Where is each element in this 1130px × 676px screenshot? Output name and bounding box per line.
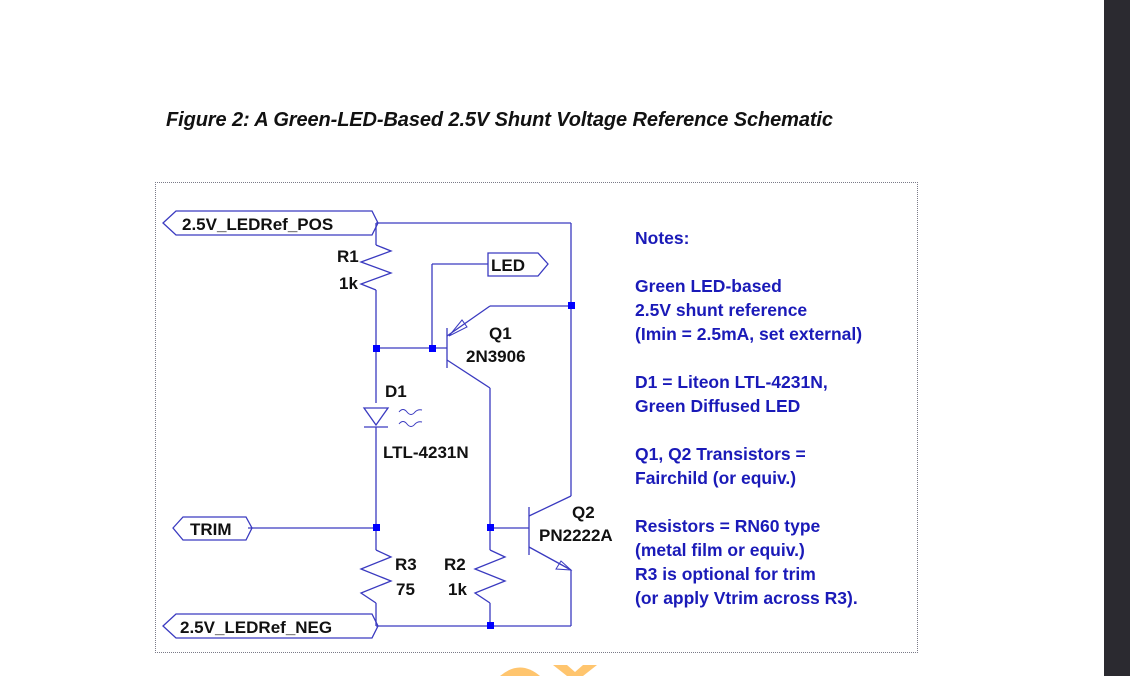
junction [373,524,380,531]
junction [487,524,494,531]
notes-block-1: Green LED-based 2.5V shunt reference (Im… [635,274,915,346]
r3-value: 75 [396,580,415,599]
note-line: Fairchild (or equiv.) [635,468,797,488]
note-line: (metal film or equiv.) [635,540,805,560]
watermark-logo [495,663,605,676]
q1-ref: Q1 [489,324,512,343]
q2-emitter-arrow [555,560,573,571]
r3-ref: R3 [395,555,417,574]
port-pos-label: 2.5V_LEDRef_POS [182,215,333,234]
note-line: Resistors = RN60 type [635,516,821,536]
q1-emitter-arrow [448,319,468,337]
resistor-r2 [473,549,507,604]
q1-value: 2N3906 [466,347,526,366]
q2-value: PN2222A [539,526,613,545]
port-trim-label: TRIM [190,520,232,539]
q1-collector [446,359,491,389]
junction [568,302,575,309]
schematic-frame [155,182,918,653]
r2-value: 1k [448,580,467,599]
diode-d1 [362,407,390,427]
led-emission-1 [398,409,423,415]
resistor-r3 [359,549,393,604]
notes-block-4: Resistors = RN60 type (metal film or equ… [635,514,915,610]
note-line: (Imin = 2.5mA, set external) [635,324,863,344]
port-pos-shape [162,210,379,236]
note-line: (or apply Vtrim across R3). [635,588,858,608]
junction [373,345,380,352]
scrollbar[interactable] [1104,0,1130,676]
note-line: Q1, Q2 Transistors = [635,444,806,464]
d1-ref: D1 [385,382,407,401]
r1-ref: R1 [337,247,359,266]
notes-panel: Notes: Green LED-based 2.5V shunt refere… [635,226,915,634]
note-line: Green Diffused LED [635,396,801,416]
note-line: Green LED-based [635,276,782,296]
q2-ref: Q2 [572,503,595,522]
port-neg-label: 2.5V_LEDRef_NEG [180,618,332,637]
led-emission-2 [398,421,423,427]
port-led-label: LED [491,256,525,275]
q2-emitter [528,546,572,571]
figure-title: Figure 2: A Green-LED-Based 2.5V Shunt V… [166,109,833,131]
port-neg-shape [162,613,379,639]
port-trim-shape [172,516,253,541]
q1-emitter [446,305,491,337]
d1-value: LTL-4231N [383,443,469,462]
q2-collector [528,495,572,517]
notes-block-3: Q1, Q2 Transistors = Fairchild (or equiv… [635,442,915,490]
port-led-shape [487,252,549,277]
r1-value: 1k [339,274,358,293]
junction [429,345,436,352]
r2-ref: R2 [444,555,466,574]
junction [487,622,494,629]
notes-block-2: D1 = Liteon LTL-4231N, Green Diffused LE… [635,370,915,418]
resistor-r1 [359,244,393,291]
note-line: D1 = Liteon LTL-4231N, [635,372,828,392]
note-line: R3 is optional for trim [635,564,816,584]
notes-heading: Notes: [635,228,690,248]
schematic-diagram: 2.5V_LEDRef_POS LED TRIM 2.5V_LEDRef_NEG… [162,210,613,639]
document-page: Figure 2: A Green-LED-Based 2.5V Shunt V… [155,109,918,676]
note-line: 2.5V shunt reference [635,300,808,320]
